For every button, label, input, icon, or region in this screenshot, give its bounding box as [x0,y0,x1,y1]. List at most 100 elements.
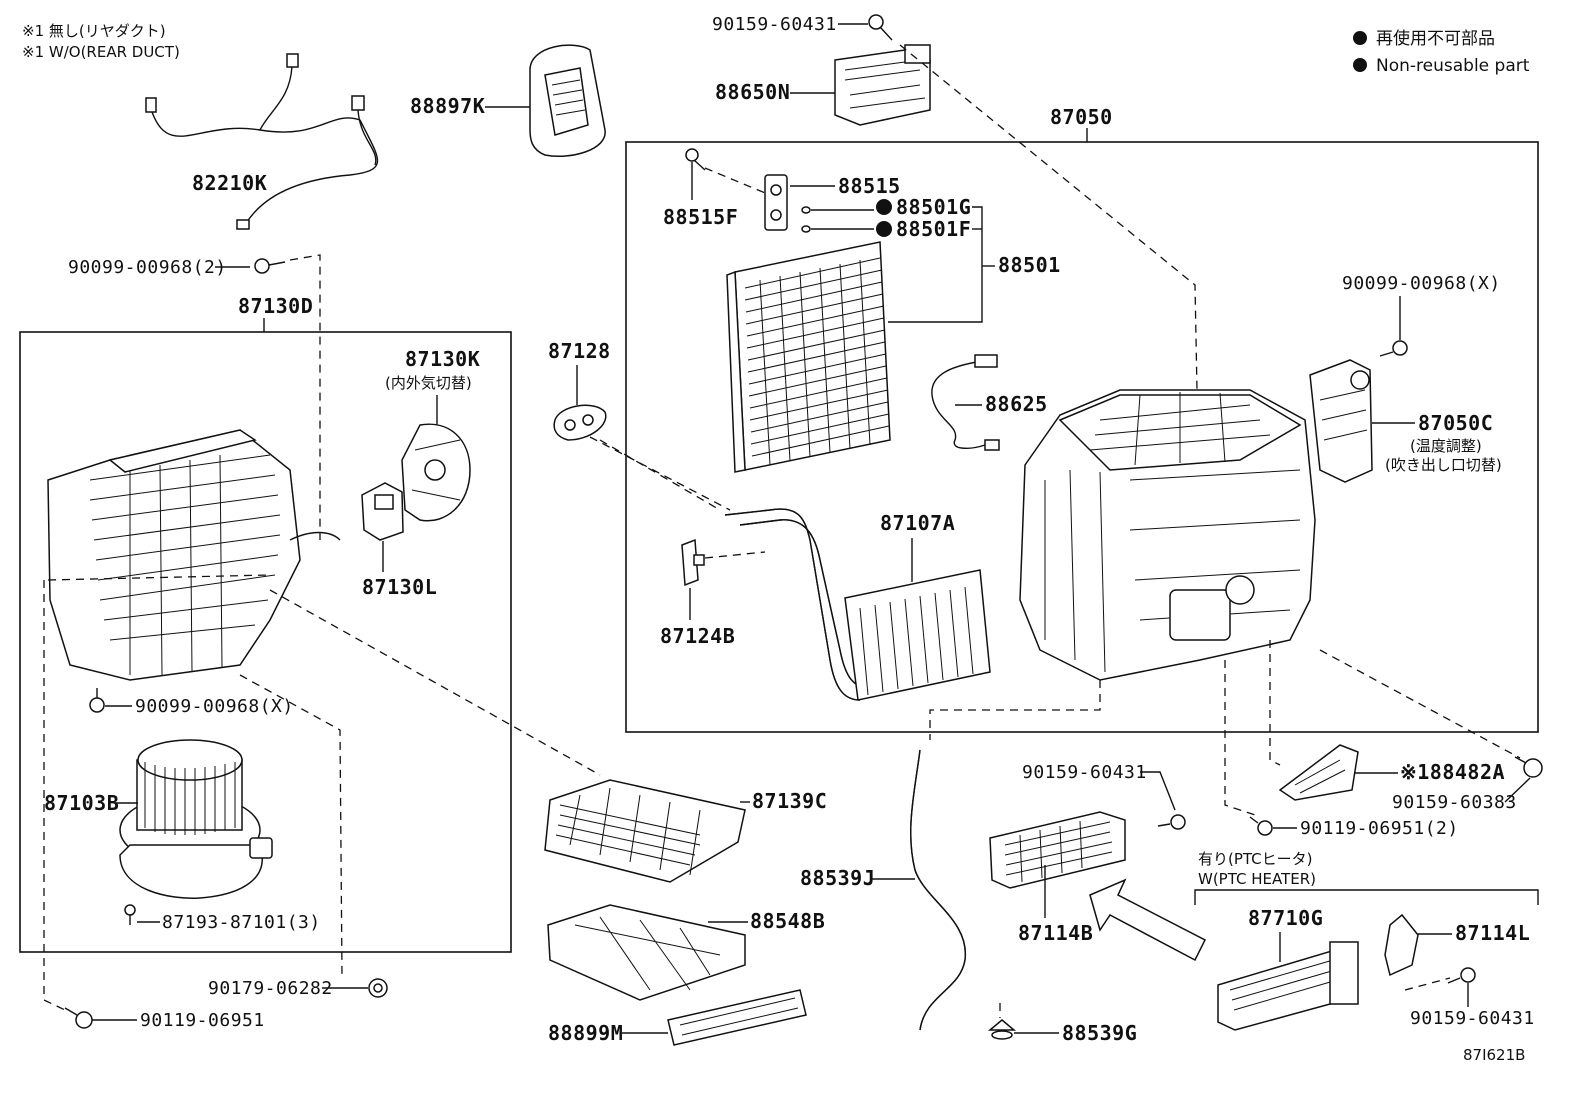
heater-core-87107a[interactable] [724,508,991,701]
hvac-unit-87050[interactable] [1019,389,1316,681]
damper-87130k[interactable] [401,423,471,522]
bolt-90099-2-icon[interactable] [254,258,286,274]
label-88548b: 88548B [750,909,825,933]
o-ring-88501f[interactable] [801,225,811,233]
label-88501g: 88501G [896,195,971,219]
label-88539j: 88539J [800,866,875,890]
filter-tray-88548b[interactable] [547,904,746,1001]
label-90159-60431-bot: 90159-60431 [1410,1008,1535,1029]
drain-hose-88539j[interactable] [910,749,966,1031]
blower-motor-87103b[interactable] [119,739,273,899]
leader-bolt-mid [1140,771,1176,811]
bolt-left-icon[interactable] [89,688,105,713]
grommet-87128[interactable] [553,404,607,441]
ptc-heater-87710g[interactable] [1217,941,1359,1031]
dash-87124b [704,551,766,559]
dash-left-edge [43,580,66,1011]
duct-88482a[interactable] [1278,744,1359,801]
evaporator-88501[interactable] [726,241,891,473]
bolt-mid-icon[interactable] [1157,814,1186,830]
ptc-bracket [1194,889,1539,905]
duct-88897k[interactable] [529,44,606,157]
bracket-87114l[interactable] [1384,913,1419,977]
unit-assembly-box [625,141,1539,733]
non-reusable-dot-icon [1353,31,1367,45]
dash-bolt-90099-2 [289,254,321,540]
bolt-90119-06951-icon[interactable] [64,1007,93,1029]
label-88539g: 88539G [1062,1021,1137,1045]
label-90099-00968-x-left: 90099-00968(X) [135,696,294,717]
label-87128: 87128 [548,339,611,363]
screw-87193-icon[interactable] [124,904,136,925]
expansion-valve-88515[interactable] [764,174,788,231]
ptc-unit-87114b[interactable] [989,811,1126,889]
label-88650n: 88650N [715,80,790,104]
label-87114l: 87114L [1455,921,1530,945]
label-88899m: 88899M [548,1021,623,1045]
note-line-1: ※1 無し(リヤダクト) [22,22,166,40]
assembly-arrow-icon [1089,878,1207,962]
dash-88515f [704,167,771,196]
label-87130k: 87130K [405,347,480,371]
label-188482a: ※188482A [1400,760,1505,784]
label-88515: 88515 [838,174,901,198]
dash-87128-tube [599,439,721,511]
wire-harness-82210k[interactable] [145,53,379,230]
label-87050: 87050 [1050,105,1113,129]
bolt-right-icon[interactable] [1379,340,1408,357]
label-90159-60431-top: 90159-60431 [712,14,837,35]
bolt-90159-60383-icon[interactable] [1514,756,1543,778]
dash-88650n-to-unit [899,44,1198,391]
label-88897k: 88897K [410,94,485,118]
clip-90179-06282-icon[interactable] [368,978,388,998]
clip-87124b[interactable] [681,538,705,587]
legend-en: Non-reusable part [1376,56,1530,76]
dash-87128 [589,436,731,511]
label-90099-00968-x-right: 90099-00968(X) [1342,273,1501,294]
label-87050c-sub1: (温度調整) [1410,437,1482,455]
note-line-2: ※1 W/O(REAR DUCT) [22,43,180,61]
label-87193-87101: 87193-87101(3) [162,912,321,933]
cover-88899m[interactable] [667,989,807,1046]
non-reusable-dot-icon [876,199,892,215]
bolt-90119-06951-2-icon[interactable] [1249,816,1273,836]
label-87114b: 87114B [1018,921,1093,945]
label-87139c: 87139C [752,789,827,813]
dash-blower-to-filter [269,589,601,776]
sensor-88625[interactable] [931,354,1000,451]
label-87130k-sub: (内外気切替) [385,374,472,392]
ptc-label-en: W(PTC HEATER) [1198,870,1316,888]
clip-88539g-icon[interactable] [987,1019,1017,1040]
label-90159-60383: 90159-60383 [1392,792,1517,813]
label-90119-06951-2: 90119-06951(2) [1300,818,1459,839]
ptc-label-jp: 有り(PTCヒータ) [1198,850,1313,868]
bracket-88501 [888,206,983,323]
label-87107a: 87107A [880,511,955,535]
dash-unit-to-hose [929,680,1101,740]
label-90179-06282: 90179-06282 [208,978,333,999]
label-87130l: 87130L [362,575,437,599]
blower-assembly-box [19,331,512,953]
label-88501f: 88501F [896,217,971,241]
air-filter-87139c[interactable] [544,779,746,883]
bolt-top-icon[interactable] [868,14,893,41]
label-87124b: 87124B [660,624,735,648]
dash-87114l-bolt [1404,977,1451,991]
blower-case-87130d[interactable] [47,429,341,681]
figure-code: 87I621B [1463,1046,1525,1064]
label-90119-06951: 90119-06951 [140,1010,265,1031]
label-88625: 88625 [985,392,1048,416]
label-87050c-sub2: (吹き出し口切替) [1385,456,1502,474]
dash-blower-line [47,574,271,581]
servo-87130l[interactable] [361,482,404,541]
leader-90159-60383 [1504,777,1531,803]
label-90159-60431-mid: 90159-60431 [1022,762,1147,783]
ecu-88650n[interactable] [834,44,931,126]
bolt-88515f-icon[interactable] [685,148,706,171]
label-82210k: 82210K [192,171,267,195]
actuator-87050c[interactable] [1309,359,1373,483]
o-ring-88501g[interactable] [801,206,811,214]
bolt-bottom-right-icon[interactable] [1447,967,1476,984]
